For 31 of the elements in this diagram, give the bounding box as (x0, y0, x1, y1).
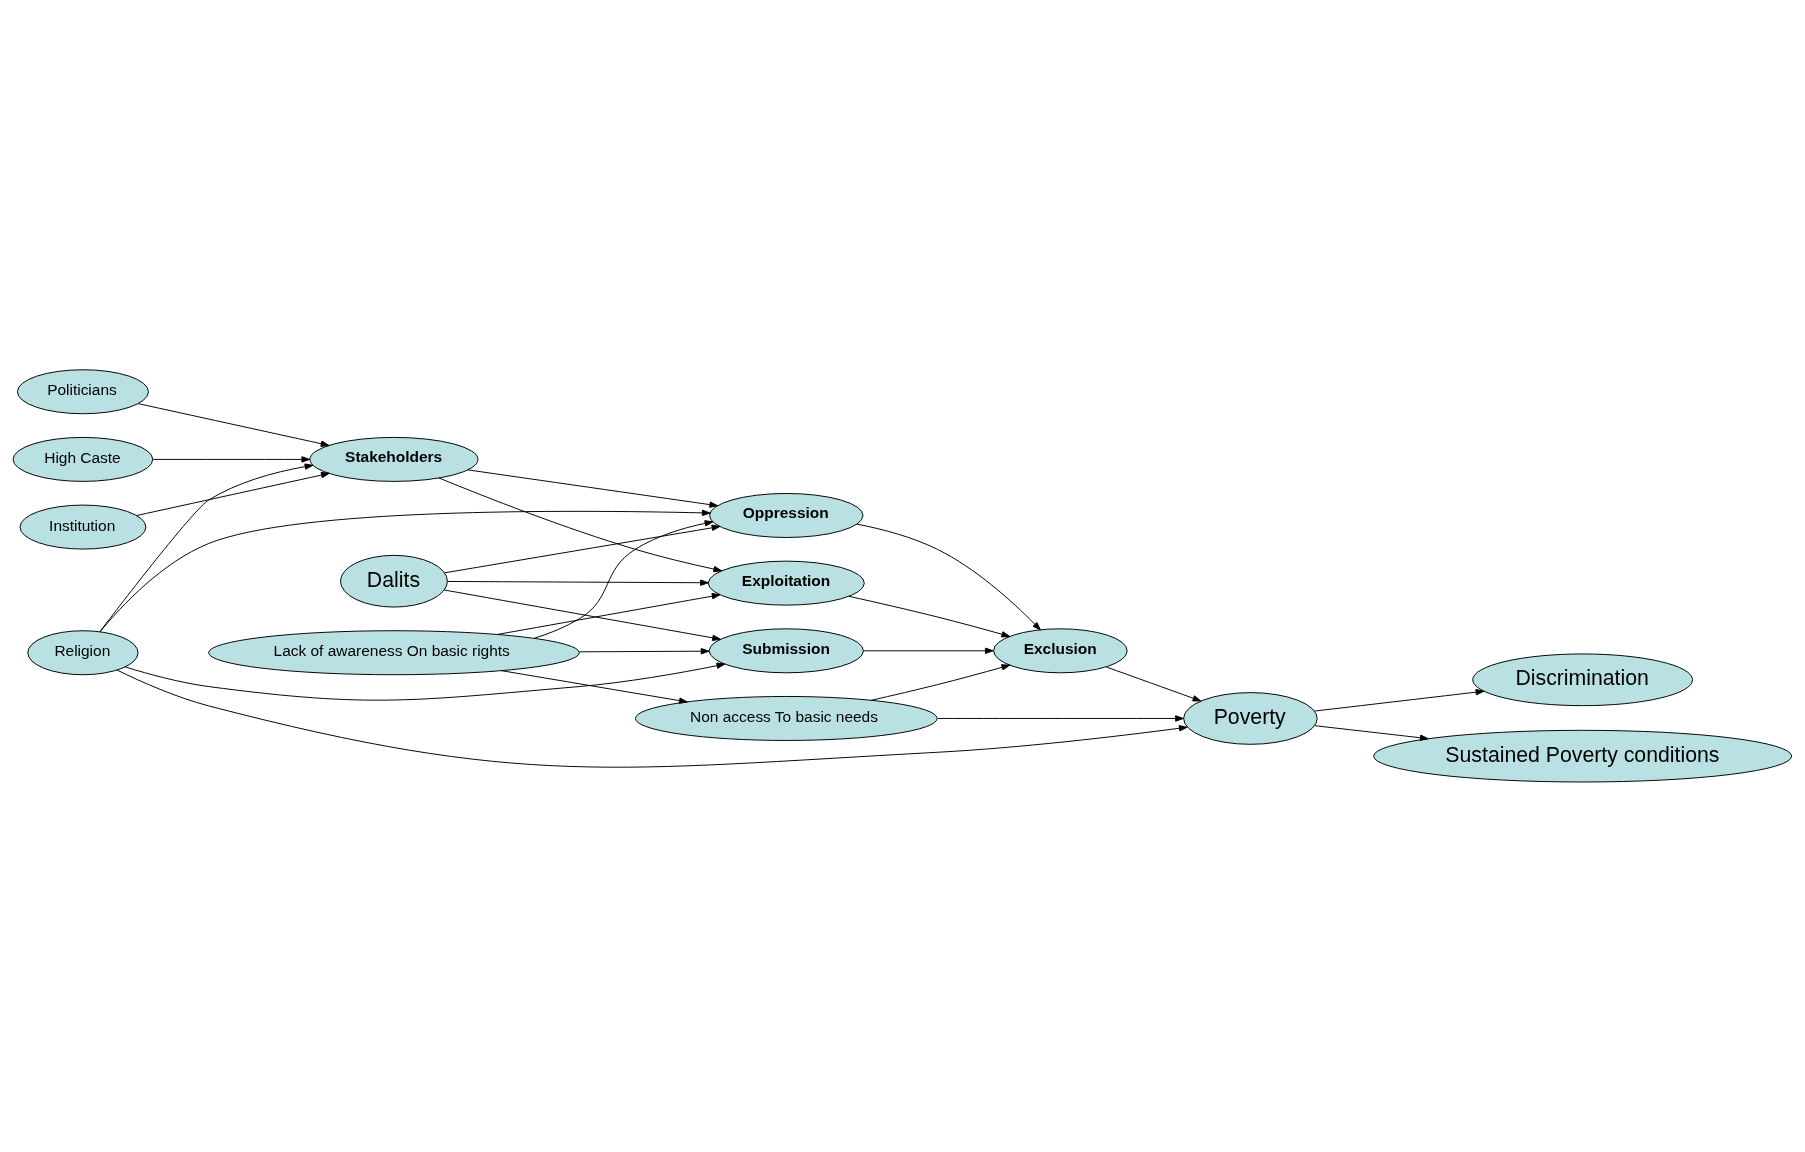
arrow (136, 471, 330, 516)
arrow (152, 456, 311, 463)
arrow (578, 648, 710, 655)
arrow (467, 469, 719, 508)
arrow (937, 715, 1184, 722)
node-ellipse: Institution (19, 504, 147, 550)
node-ellipse: Dalits (340, 554, 448, 608)
arrow (1314, 688, 1485, 712)
arrow (863, 647, 994, 654)
arrow (447, 579, 709, 586)
arrow (856, 523, 1041, 631)
arrow (443, 589, 721, 641)
node-ellipse: Politicians (16, 369, 149, 415)
arrow (124, 662, 726, 701)
arrow (500, 670, 688, 704)
node-ellipse: Religion (27, 630, 139, 676)
node-ellipse: Lack of awareness On basic rights (208, 630, 580, 676)
node-ellipse: Exploitation (707, 560, 865, 606)
arrow (848, 595, 1011, 638)
arrow (1314, 725, 1429, 741)
arrow (533, 520, 714, 639)
arrow (444, 524, 721, 574)
arrow (870, 664, 1011, 701)
arrow (99, 509, 711, 633)
node-ellipse: High Caste (12, 436, 154, 482)
arrow (438, 477, 723, 573)
arrow (496, 593, 721, 636)
node-ellipse: Sustained Poverty conditions (1373, 729, 1793, 783)
arrow (116, 669, 1188, 768)
arrow (1105, 666, 1202, 702)
arrow (137, 403, 330, 447)
